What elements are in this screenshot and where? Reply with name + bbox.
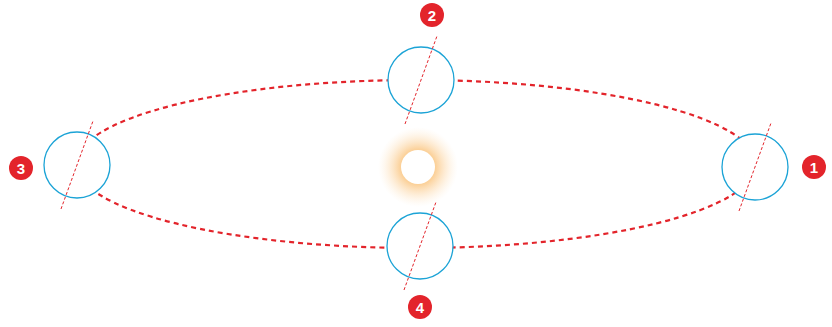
earth bbox=[387, 202, 453, 290]
callout-number: 1 bbox=[810, 160, 818, 175]
callout-marker: 1 bbox=[802, 155, 826, 179]
earth bbox=[388, 36, 454, 124]
callout-marker: 4 bbox=[408, 295, 432, 319]
callout-marker: 2 bbox=[420, 3, 444, 27]
sun-glow bbox=[378, 127, 458, 207]
earth-positions bbox=[44, 36, 788, 290]
callout-number: 2 bbox=[428, 8, 436, 23]
callout-marker: 3 bbox=[9, 156, 33, 180]
sun bbox=[401, 150, 435, 184]
earth bbox=[722, 123, 788, 211]
callout-number: 4 bbox=[416, 300, 424, 315]
earth bbox=[44, 121, 110, 209]
callout-number: 3 bbox=[17, 161, 25, 176]
